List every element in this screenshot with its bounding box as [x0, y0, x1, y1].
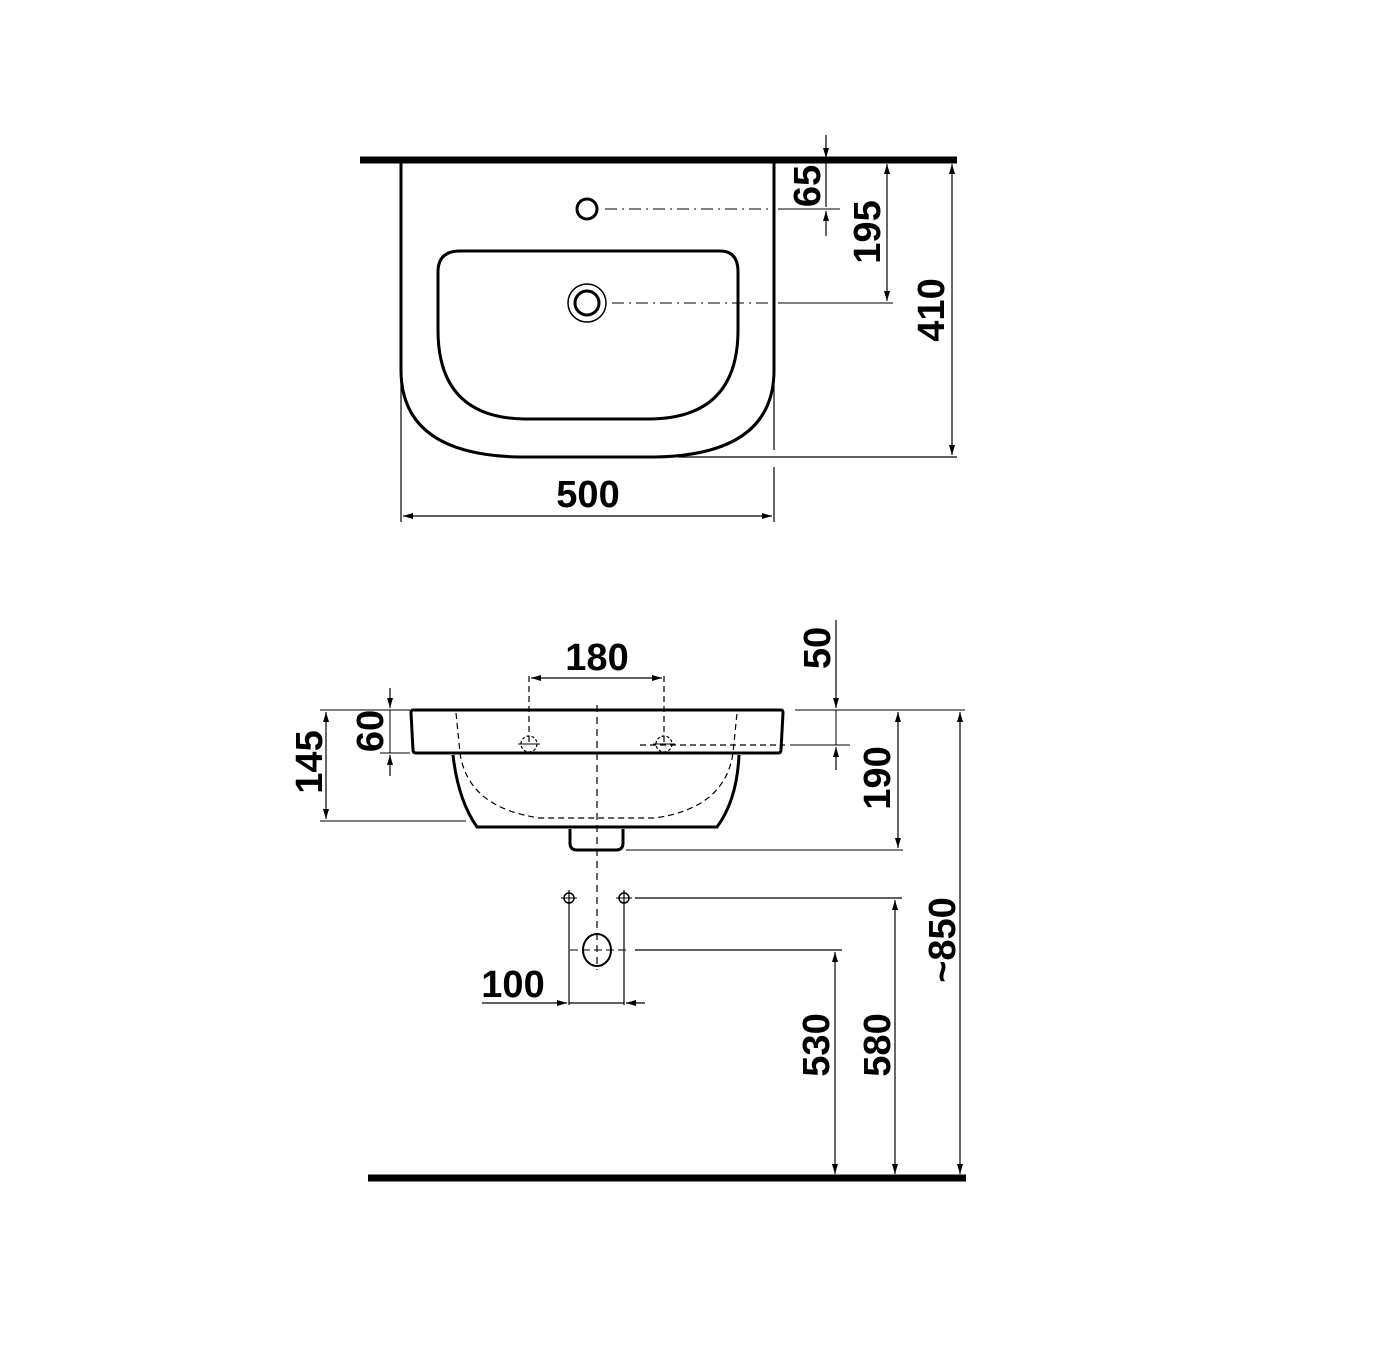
drain-outer-icon — [567, 283, 607, 323]
bowl-body — [451, 754, 741, 829]
dim-drain-height-530: 530 — [796, 1013, 838, 1076]
front-view — [320, 620, 966, 1182]
dim-tap-offset-65: 65 — [787, 165, 829, 207]
dim-rim-floor-850: ~850 — [922, 897, 964, 983]
drain-inner-icon — [573, 289, 601, 317]
dim-rim-height-60: 60 — [350, 710, 392, 752]
tap-hole-icon — [575, 197, 599, 221]
dim-fixing-spacing-100: 100 — [481, 964, 544, 1006]
dim-fixing-height-580: 580 — [857, 1013, 899, 1076]
dim-drain-offset-195: 195 — [847, 200, 889, 263]
dim-width-500: 500 — [556, 474, 619, 516]
top-view — [360, 135, 957, 522]
bowl-outline — [436, 249, 740, 421]
dim-overflow-50: 50 — [797, 627, 839, 669]
rim-outline — [409, 708, 785, 755]
dim-tap-spacing-180: 180 — [565, 637, 628, 679]
dim-bowl-depth-145: 145 — [289, 730, 331, 793]
basin-outline — [399, 162, 776, 459]
dim-depth-410: 410 — [911, 278, 953, 341]
dim-total-depth-190: 190 — [857, 746, 899, 809]
